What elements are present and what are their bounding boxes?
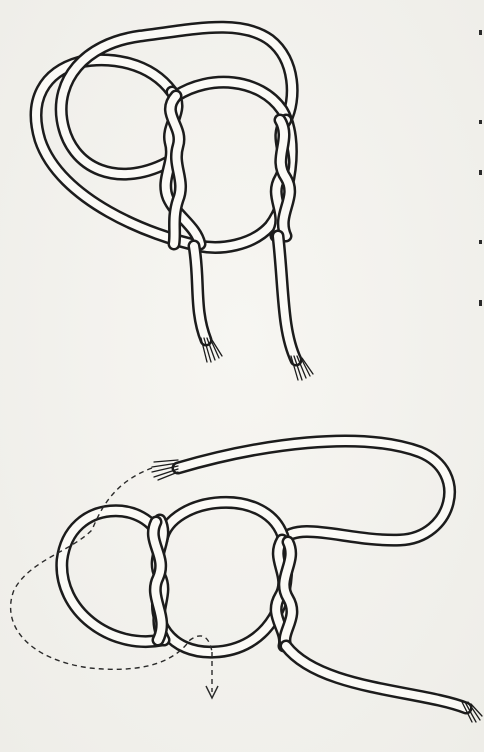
- bottom-knot-diagram: [11, 441, 482, 722]
- margin-marks: [479, 30, 482, 306]
- top-knot-diagram: [36, 27, 313, 380]
- bottom-upper-fray: [152, 460, 178, 480]
